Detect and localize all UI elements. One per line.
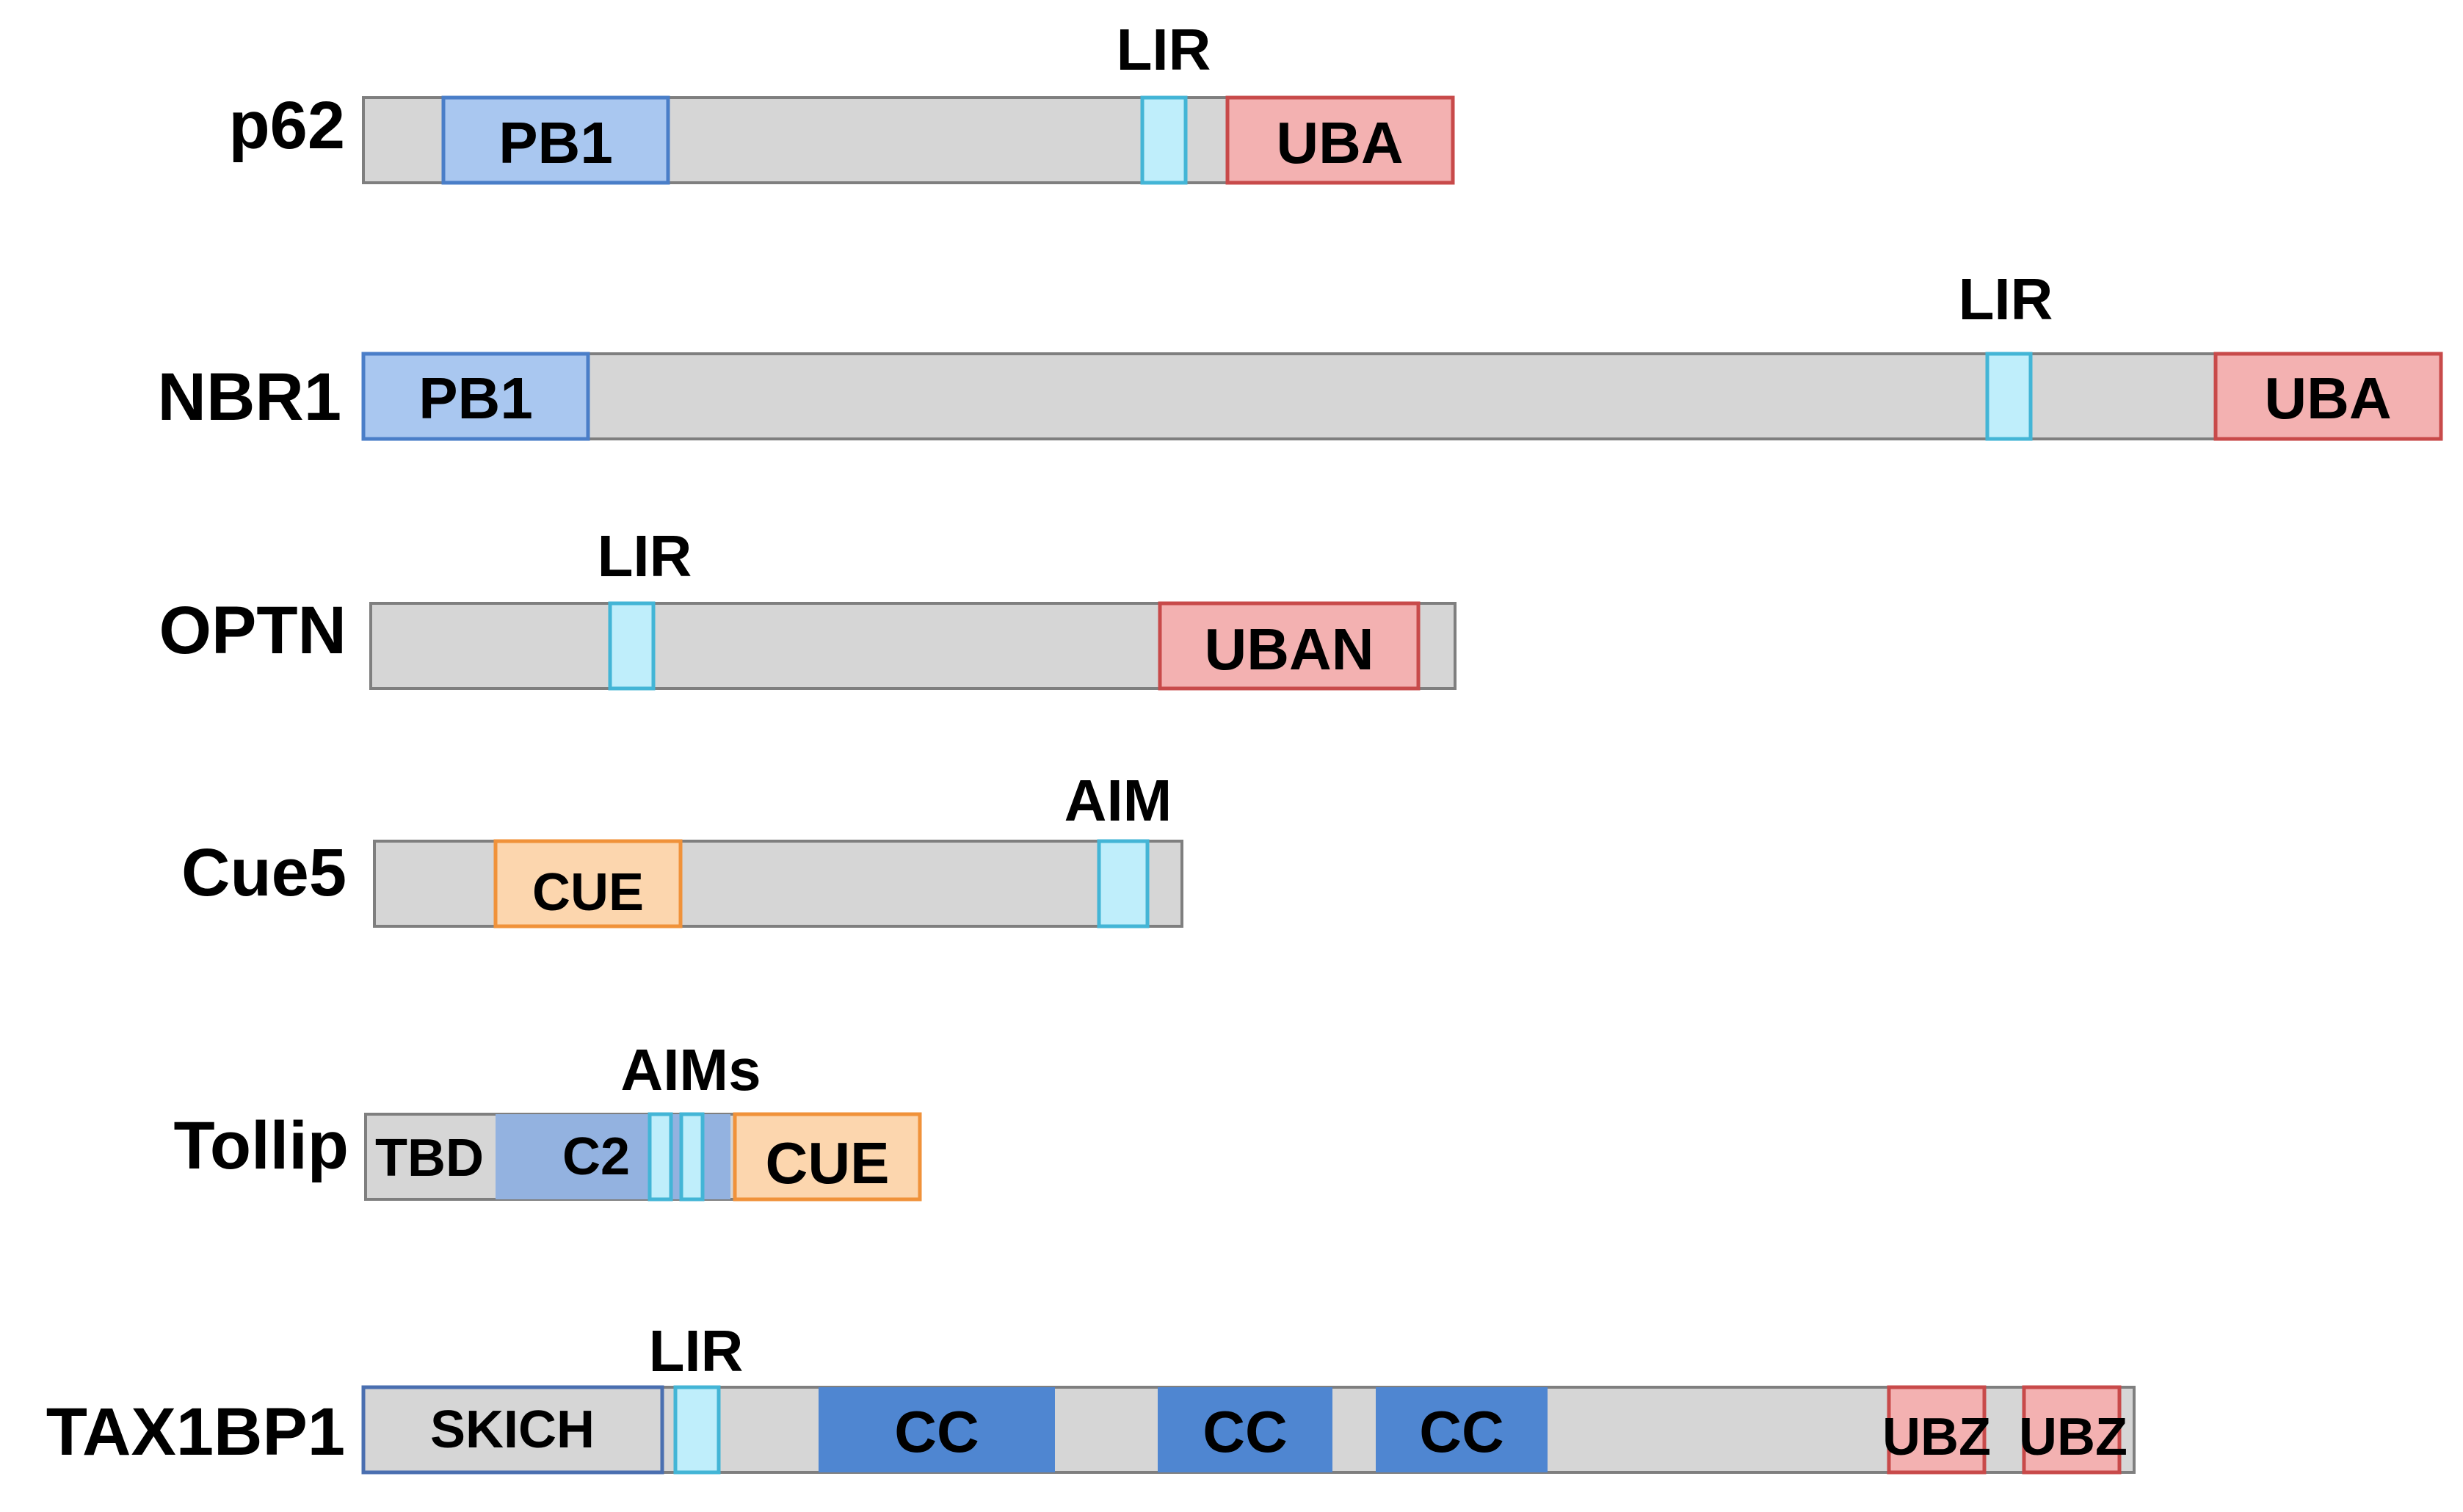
domain-ubz-tax1bp1-1 — [1887, 1385, 1987, 1475]
domain-label-uban-optn: UBAN — [1204, 617, 1374, 682]
domain-label-cue-tollip: CUE — [766, 1130, 890, 1196]
domain-cue-cue5 — [493, 839, 683, 928]
domain-label-uba-nbr1: UBA — [2264, 366, 2391, 431]
domain-label-cc-tax1bp1-1: CC — [894, 1399, 979, 1464]
lir-motif-tax1bp1 — [673, 1385, 721, 1475]
protein-name-tax1bp1: TAX1BP1 — [46, 1395, 345, 1469]
domain-cc-tax1bp1-3 — [1376, 1387, 1548, 1472]
domain-label-uba-p62: UBA — [1276, 110, 1403, 175]
protein-name-tollip: Tollip — [174, 1108, 349, 1183]
domain-label-skich-tax1bp1: SKICH — [430, 1400, 595, 1459]
domain-pb1-p62 — [441, 95, 670, 185]
protein-name-optn: OPTN — [159, 593, 347, 668]
site-label-tollip: AIMs — [620, 1037, 761, 1102]
domain-uban-optn — [1158, 601, 1421, 691]
aim-motif-tollip-1 — [648, 1112, 673, 1202]
domain-label-ubz-tax1bp1-2: UBZ — [2019, 1408, 2128, 1466]
protein-name-cue5: Cue5 — [181, 835, 347, 910]
domain-uba-p62 — [1225, 95, 1455, 185]
domain-label-cc-tax1bp1-2: CC — [1203, 1399, 1288, 1464]
domain-label-pb1-nbr1: PB1 — [418, 366, 533, 431]
protein-nbr1: NBR1 PB1 LIR UBA — [158, 266, 2443, 441]
protein-p62: p62 PB1 LIR UBA — [228, 17, 1455, 185]
protein-cue5: Cue5 CUE AIM — [181, 768, 1183, 928]
protein-name-nbr1: NBR1 — [158, 360, 341, 435]
domain-uba-nbr1 — [2213, 352, 2443, 441]
protein-name-p62: p62 — [228, 88, 345, 163]
domain-cc-tax1bp1-2 — [1158, 1387, 1332, 1472]
site-label-tax1bp1: LIR — [649, 1318, 744, 1384]
backbone-nbr1 — [362, 352, 2442, 440]
domain-label-pb1-p62: PB1 — [498, 110, 613, 175]
lir-motif-nbr1 — [1985, 352, 2033, 441]
domain-label-cc-tax1bp1-3: CC — [1419, 1399, 1504, 1464]
domain-skich-tax1bp1 — [361, 1385, 664, 1475]
domain-cue-tollip — [733, 1112, 922, 1202]
domain-ubz-tax1bp1-2 — [2022, 1385, 2122, 1475]
lir-motif-optn — [608, 601, 656, 691]
protein-optn: OPTN LIR UBAN — [159, 523, 1457, 691]
lir-motif-p62 — [1140, 95, 1188, 185]
site-label-cue5: AIM — [1064, 768, 1172, 833]
site-label-optn: LIR — [598, 523, 692, 589]
domain-label-tbd-tollip: TBD — [375, 1129, 484, 1188]
aim-motif-tollip-2 — [679, 1112, 705, 1202]
site-label-p62: LIR — [1117, 17, 1211, 82]
protein-tollip: Tollip TBD C2 AIMs CUE — [174, 1037, 922, 1202]
domain-label-ubz-tax1bp1-1: UBZ — [1882, 1408, 1991, 1466]
domain-pb1-nbr1 — [361, 352, 590, 441]
domain-label-c2-tollip: C2 — [562, 1127, 630, 1186]
protein-tax1bp1: TAX1BP1 SKICH LIR CC CC CC UBZ UBZ — [46, 1318, 2136, 1475]
site-label-nbr1: LIR — [1959, 266, 2053, 332]
domain-label-cue-cue5: CUE — [532, 863, 644, 922]
aim-motif-cue5 — [1097, 839, 1150, 928]
domain-cc-tax1bp1-1 — [819, 1387, 1055, 1472]
